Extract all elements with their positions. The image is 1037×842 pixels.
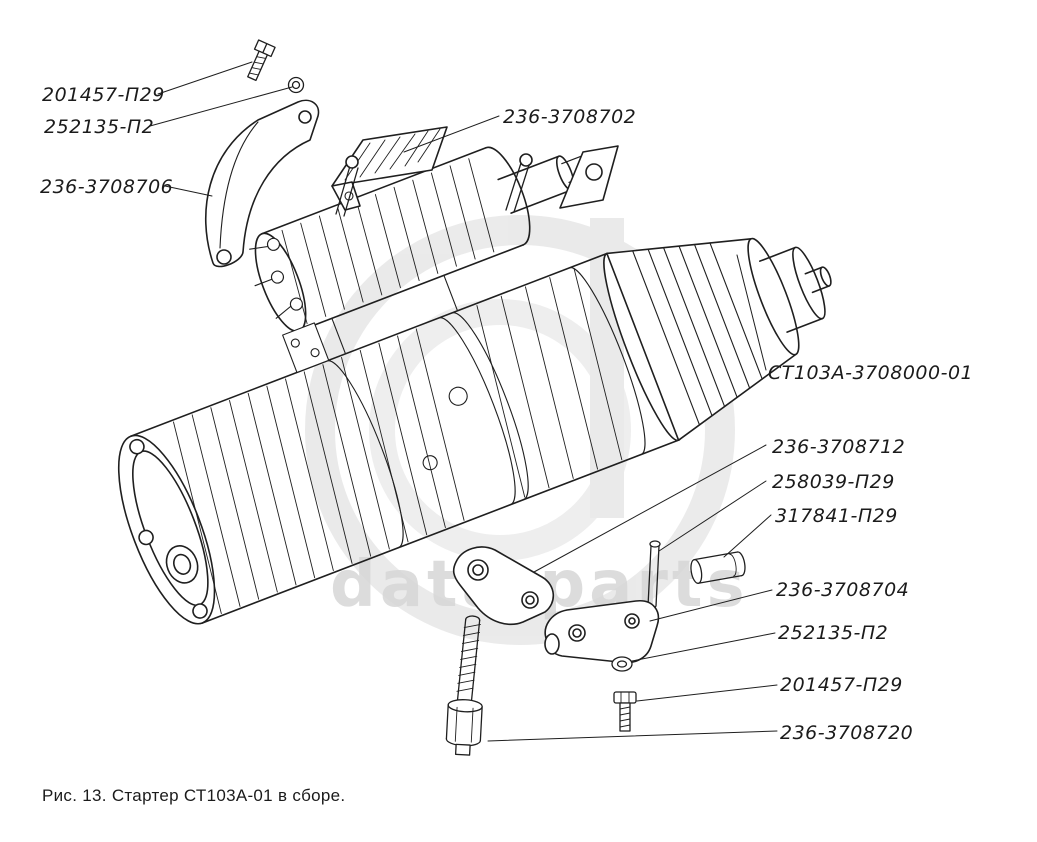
part-label-252135-p2-top: 252135-П2 [44,116,155,138]
clamp-strap-drawing [204,99,320,268]
top-washer-drawing [287,76,305,94]
part-label-236-3708712: 236-3708712 [772,436,906,458]
part-label-236-3708704: 236-3708704 [776,579,910,601]
part-label-317841-p29: 317841-П29 [775,505,898,527]
figure-caption: Рис. 13. Стартер СТ103А-01 в сборе. [42,786,346,805]
bottom-bracket-drawing [544,600,660,664]
part-label-236-3708720: 236-3708720 [780,722,914,744]
part-label-252135-p2-bottom: 252135-П2 [778,622,889,644]
adjusting-stud-drawing [445,615,483,756]
lever-pin-drawing [690,551,746,584]
drive-lever-drawing [452,546,555,626]
starter-body-drawing [117,146,832,625]
part-label-236-3708706: 236-3708706 [40,176,174,198]
leader-lines [149,61,778,742]
mounting-plate-drawing [331,126,448,217]
top-bolt-drawing [247,39,276,82]
part-label-201457-p29-top: 201457-П29 [42,84,165,106]
part-label-201457-p29-bottom: 201457-П29 [780,674,903,696]
bottom-bolt-drawing [613,691,637,732]
bottom-washer-drawing [611,656,633,672]
part-label-258039-p29: 258039-П29 [772,471,895,493]
top-lug-drawing [505,145,619,213]
part-label-ct103a-3708000-01: СТ103А-3708000-01 [768,362,974,384]
part-label-236-3708702: 236-3708702 [503,106,637,128]
